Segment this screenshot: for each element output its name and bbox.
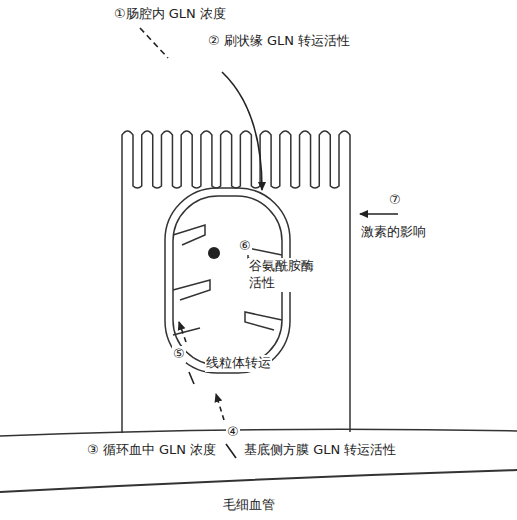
cell-membrane — [121, 186, 123, 433]
hormone-arrow — [360, 213, 398, 215]
leader-line — [189, 372, 194, 384]
callout-number: ⑤ — [172, 346, 186, 363]
mito-transport-arrow — [179, 322, 186, 342]
enzyme-label: 谷氨酰胺酶 活性 — [248, 258, 320, 292]
cell-membrane — [349, 186, 351, 432]
callout-label: ③ 循环血中 GLN 浓度 — [86, 442, 217, 459]
leader-line — [226, 444, 236, 458]
leader-line — [140, 28, 168, 58]
callout-label: 基底侧方膜 GLN 转运活性 — [243, 442, 397, 459]
callout-number: ⑦ — [388, 192, 402, 209]
callout-number: ④ — [226, 424, 240, 441]
callout-label: ② 刷状缘 GLN 转运活性 — [207, 33, 351, 50]
enzyme-dot — [208, 247, 220, 259]
capillary-wall — [0, 470, 517, 492]
transport-arrow — [222, 72, 262, 190]
hormone-label: 激素的影响 — [360, 224, 427, 241]
mito-transport-label: 线粒体转运 — [205, 355, 272, 372]
microvilli — [122, 131, 350, 188]
callout-number: ⑥ — [238, 238, 252, 255]
basement-membrane — [0, 429, 517, 436]
callout-label: ①肠腔内 GLN 浓度 — [113, 6, 227, 23]
capillary-label: 毛细血管 — [222, 497, 276, 514]
basolateral-arrow — [216, 394, 224, 420]
